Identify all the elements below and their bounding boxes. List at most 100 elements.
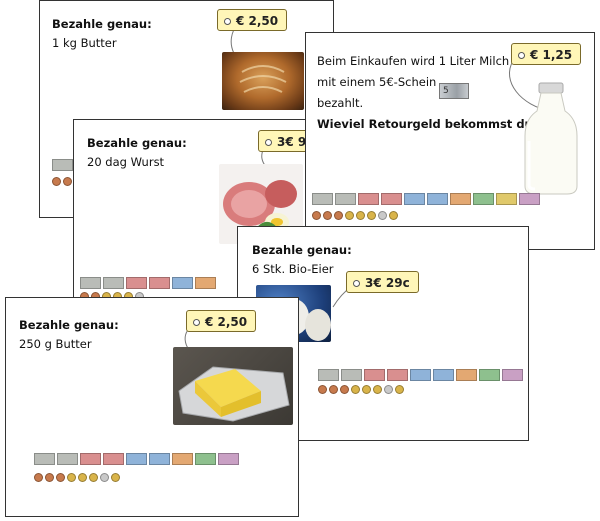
bill (149, 453, 170, 465)
coin (124, 292, 133, 298)
euro-bills-row (52, 159, 73, 171)
card-milk: Beim Einkaufen wird 1 Liter Milch mit ei… (305, 32, 595, 250)
bill (52, 159, 73, 171)
coin (340, 385, 349, 394)
coin (334, 211, 343, 220)
coin (100, 473, 109, 482)
coin (362, 385, 371, 394)
question-line-2: mit einem 5€-Schein (317, 75, 437, 89)
bill (410, 369, 431, 381)
note-label: 5 (443, 86, 449, 96)
price-label: 3€ 29c (365, 276, 410, 290)
coin (345, 211, 354, 220)
coin (67, 473, 76, 482)
coin (111, 473, 120, 482)
card-text: Bezahle genau: 20 dag Wurst (87, 134, 187, 172)
coin (78, 473, 87, 482)
card-item: 20 dag Wurst (87, 155, 165, 169)
coin (384, 385, 393, 394)
coin (91, 292, 100, 298)
bill (80, 277, 101, 289)
card-heading: Bezahle genau: (87, 136, 187, 150)
card-text: Bezahle genau: 1 kg Butter (52, 15, 152, 53)
coin (113, 292, 122, 298)
coin (389, 211, 398, 220)
question-line-4: Wieviel Retourgeld bekommst du? (317, 117, 540, 131)
coin (373, 385, 382, 394)
coin (102, 292, 111, 298)
price-tag: € 2,50 (186, 310, 257, 332)
card-text: Bezahle genau: 250 g Butter (19, 316, 119, 354)
coin (312, 211, 321, 220)
bill (433, 369, 454, 381)
bill (318, 369, 339, 381)
bill (195, 453, 216, 465)
card-butter-250g: Bezahle genau: 250 g Butter € 2,50 (5, 297, 299, 517)
bread-image (222, 52, 304, 110)
card-text: Beim Einkaufen wird 1 Liter Milch mit ei… (317, 51, 539, 135)
coin (135, 292, 144, 298)
coin (329, 385, 338, 394)
bill (103, 277, 124, 289)
coin (356, 211, 365, 220)
coin (395, 385, 404, 394)
euro-coins-row (34, 473, 120, 483)
coin (367, 211, 376, 220)
bill (387, 369, 408, 381)
bill (341, 369, 362, 381)
coin (63, 177, 72, 186)
bill (312, 193, 333, 205)
bill (427, 193, 448, 205)
bill (57, 453, 78, 465)
bill (519, 193, 540, 205)
card-item: 250 g Butter (19, 337, 92, 351)
bill (126, 453, 147, 465)
price-tag: € 1,25 (511, 43, 582, 65)
card-item: 6 Stk. Bio-Eier (252, 262, 334, 276)
bill (195, 277, 216, 289)
coin (318, 385, 327, 394)
price-label: 3€ 9 (277, 135, 307, 149)
euro-bills-row (80, 277, 216, 289)
euro-coins-row (80, 292, 144, 298)
price-tag: 3€ 9 (258, 130, 316, 152)
euro-bills-row (34, 453, 239, 465)
card-heading: Bezahle genau: (52, 17, 152, 31)
card-text: Bezahle genau: 6 Stk. Bio-Eier (252, 241, 352, 279)
bill (473, 193, 494, 205)
five-euro-note-image: 5 (439, 83, 469, 99)
coin (378, 211, 387, 220)
bill (335, 193, 356, 205)
bill (381, 193, 402, 205)
bill (364, 369, 385, 381)
bill (126, 277, 147, 289)
price-label: € 1,25 (530, 48, 573, 62)
card-heading: Bezahle genau: (252, 243, 352, 257)
bill (404, 193, 425, 205)
coin (56, 473, 65, 482)
euro-coins-row (318, 385, 404, 395)
price-label: € 2,50 (236, 14, 279, 28)
bill (502, 369, 523, 381)
question-line-3: bezahlt. (317, 96, 364, 110)
price-tag: 3€ 29c (346, 271, 419, 293)
bill (172, 277, 193, 289)
coin (89, 473, 98, 482)
bill (218, 453, 239, 465)
card-item: 1 kg Butter (52, 36, 117, 50)
milk-bottle-image (524, 82, 578, 195)
euro-bills-row (318, 369, 523, 381)
coin (52, 177, 61, 186)
bill (34, 453, 55, 465)
euro-bills-row (312, 193, 540, 205)
bill (479, 369, 500, 381)
card-heading: Bezahle genau: (19, 318, 119, 332)
bill (172, 453, 193, 465)
coin (323, 211, 332, 220)
price-tag: € 2,50 (217, 9, 288, 31)
bill (103, 453, 124, 465)
coin (45, 473, 54, 482)
bill (496, 193, 517, 205)
bill (149, 277, 170, 289)
bill (358, 193, 379, 205)
